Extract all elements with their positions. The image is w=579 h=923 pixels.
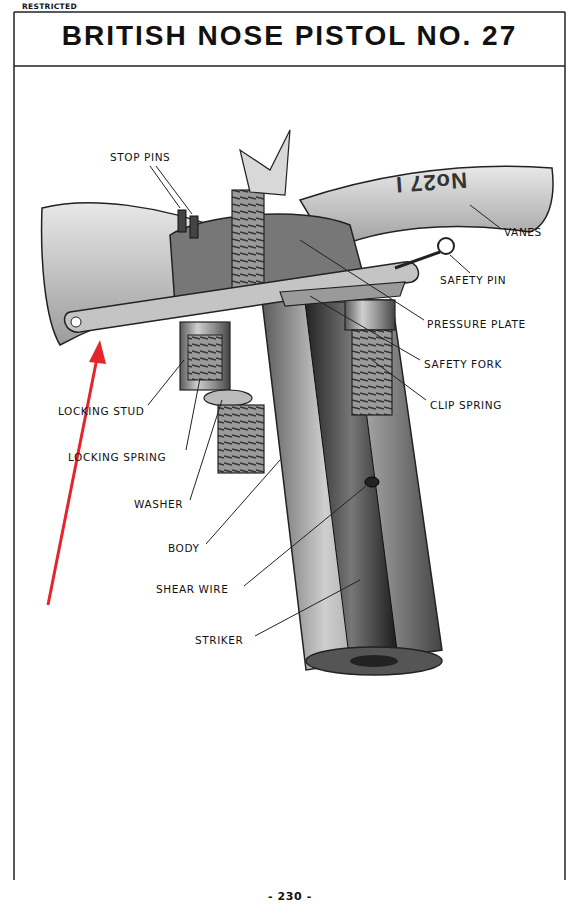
pressure-plate [65,262,419,332]
red-arrowhead [89,340,106,364]
frame [13,12,15,880]
part-label: SAFETY PIN [440,274,506,286]
part-label: BODY [168,542,200,554]
clip-spring-housing [345,300,395,330]
red-arrow [48,358,97,605]
cutaway-edge [240,130,290,195]
part-label: LOCKING STUD [58,405,144,417]
part-label: WASHER [134,498,183,510]
page-number: - 230 - [268,891,312,903]
part-label: SAFETY FORK [424,358,502,370]
frame [14,11,565,13]
shear-wire [365,477,379,487]
part-label: PRESSURE PLATE [427,318,526,330]
striker [305,302,398,664]
locking-spring [188,335,222,380]
part-label: VANES [504,226,542,238]
vane-marking: No27 I [394,168,468,197]
thread [218,405,264,473]
title-rule [14,65,565,67]
washer [204,390,252,406]
safety-fork [280,282,405,306]
safety-pin [395,252,440,268]
screw [232,190,264,290]
stop-pin [178,210,186,232]
part-label: STRIKER [195,634,244,646]
part-label: CLIP SPRING [430,399,502,411]
clip-spring [352,330,392,415]
safety-pin-ring [438,238,454,254]
pivot [71,317,81,327]
stop-pin [190,216,198,238]
part-label: LOCKING SPRING [68,451,166,463]
title: BRITISH NOSE PISTOL NO. 27 [14,20,565,52]
striker-end [350,655,398,667]
locking-stud [180,322,230,390]
part-label: SHEAR WIRE [156,583,228,595]
part-label: STOP PINS [110,151,170,163]
body-end [306,647,442,675]
body [262,300,442,670]
restricted-mark: RESTRICTED [22,1,77,13]
frame [564,12,566,880]
